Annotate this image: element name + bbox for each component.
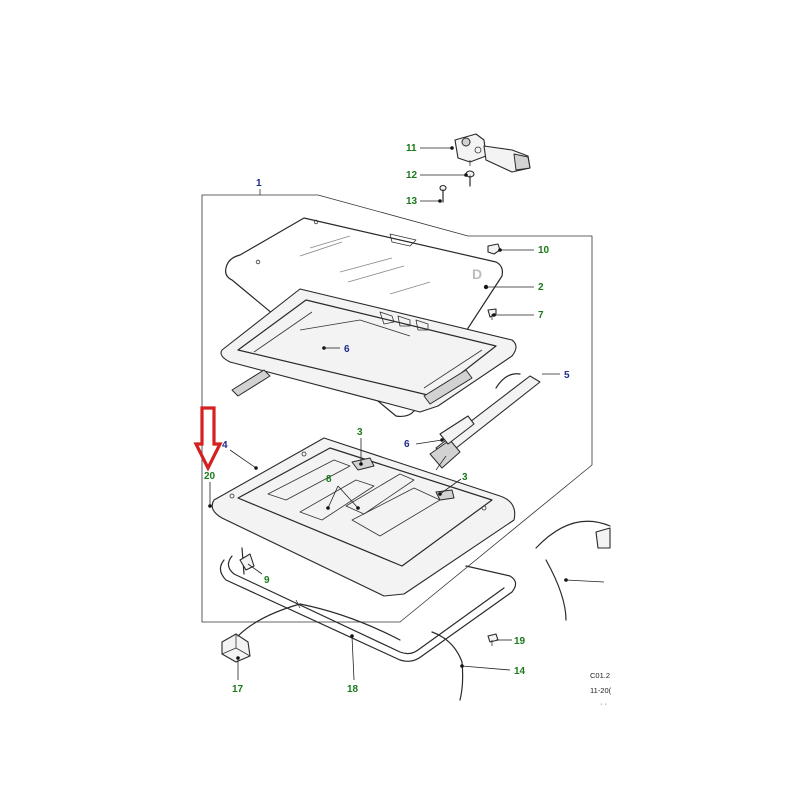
clip-10 (487, 243, 501, 255)
callout-11: 11 (406, 143, 417, 154)
callout-9: 9 (264, 575, 270, 586)
drain-elbow-17 (221, 633, 251, 663)
drain-hose-front (237, 603, 401, 641)
lower-frame-tray (211, 437, 516, 597)
down-arrow-icon (193, 406, 223, 472)
callout-18: 18 (347, 684, 359, 695)
callout-7: 7 (538, 310, 544, 321)
callout-8: 8 (326, 474, 332, 485)
leader-lines (208, 146, 605, 681)
glass-panel: D (225, 217, 503, 418)
diagram-reference-code: C01.2 (590, 671, 610, 680)
diagram-reference-date: 11-20( (590, 686, 612, 695)
svg-text:· ·: · · (600, 699, 607, 708)
callout-2: 2 (538, 282, 544, 293)
assembly-frame (201, 194, 593, 623)
callout-5: 5 (564, 370, 570, 381)
glass-mark: D (472, 266, 482, 282)
callout-17: 17 (232, 684, 244, 695)
callout-6b: 6 (404, 439, 410, 450)
callout-10: 10 (538, 245, 550, 256)
drain-hose-14 (431, 631, 464, 701)
callout-14: 14 (514, 666, 526, 677)
callout-12: 12 (406, 170, 418, 181)
callout-3b: 3 (462, 472, 468, 483)
callout-19: 19 (514, 636, 526, 647)
callout-20: 20 (204, 471, 216, 482)
callout-4: 4 (222, 440, 228, 451)
callout-6a: 6 (344, 344, 350, 355)
seal-18 (219, 559, 517, 662)
callout-13: 13 (406, 196, 418, 207)
bolt-13 (439, 184, 447, 203)
sunroof-frame (220, 288, 517, 413)
drive-rail-assembly (429, 373, 541, 471)
callout-3a: 3 (357, 427, 363, 438)
drain-hose-rear (535, 520, 611, 549)
screw-12 (465, 170, 475, 187)
callout-1: 1 (256, 178, 262, 189)
sunroof-motor (454, 133, 531, 173)
